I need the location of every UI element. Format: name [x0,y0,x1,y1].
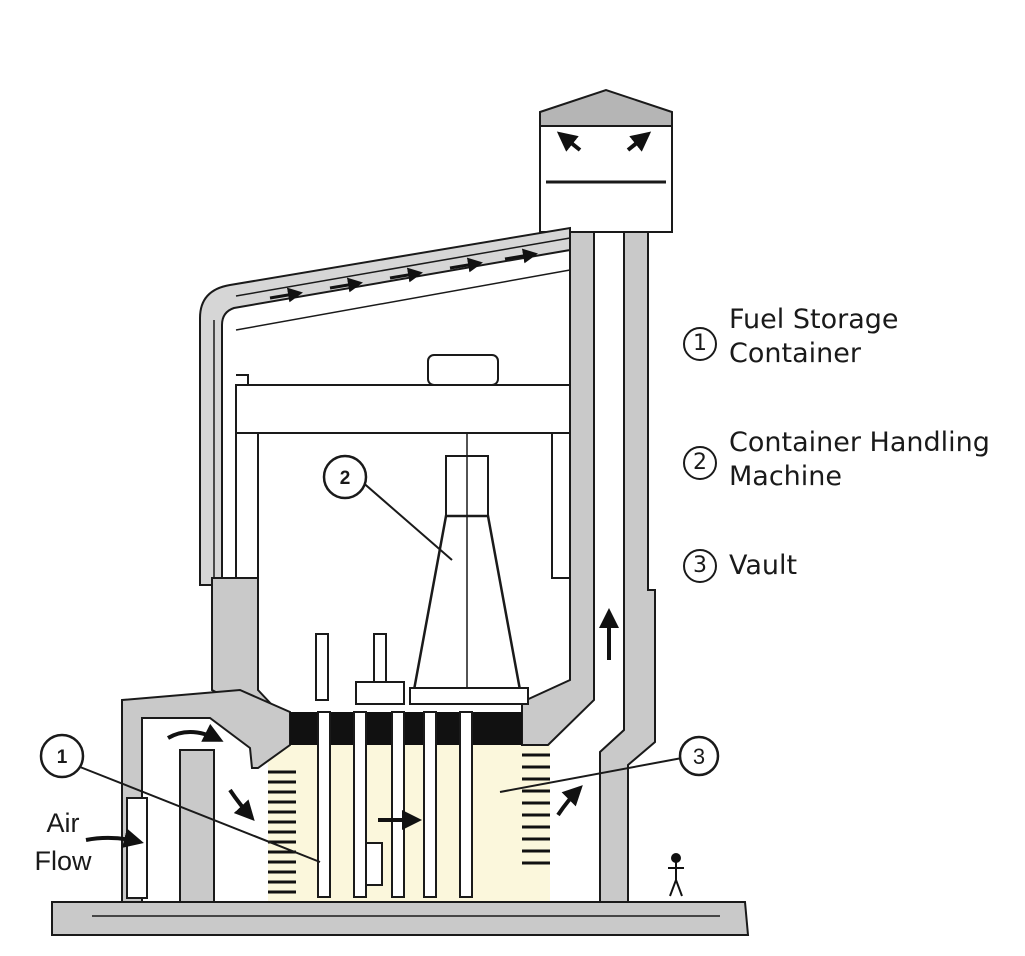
charge-tube-2 [373,633,387,683]
legend-line: Fuel Storage [729,304,899,335]
air-flow-line1: Air [46,808,80,838]
outlet-louvers [522,753,550,865]
legend-line: Container [729,338,861,369]
inlet-louvers [268,770,296,894]
air-flow-label: Air Flow [28,804,98,880]
container-small-box [365,842,383,886]
roof-underside [235,269,571,331]
legend-text-1: Fuel Storage Container [729,303,899,371]
crane-trolley [427,354,499,386]
person-figure [668,853,684,897]
building-roof [199,226,571,586]
inlet-column [179,749,215,903]
leader-line-3 [499,757,683,793]
legend-line: Vault [729,550,798,581]
left-wall-upper [211,577,275,706]
callout-circle-3 [678,735,720,777]
fuel-containers [317,711,473,898]
legend-number-2: 2 [683,446,717,480]
roof-airflow-arrows [269,248,538,303]
callout-circle-2 [322,454,368,500]
airflow-arrows [85,131,652,848]
inlet-louver [126,797,148,899]
roof-inner-line-2 [235,237,571,297]
stack-wall-left [521,181,595,746]
crane-bridge [235,384,571,434]
legend-line: Container Handling [729,427,990,458]
callout-circle-1 [39,733,85,779]
stack-cap-roof [539,88,673,127]
ground-slab [51,901,750,936]
legend-text-2: Container Handling Machine [729,426,990,494]
charge-tube-1 [315,633,329,701]
callout-label-2: 2 [340,468,351,489]
legend-line: Machine [729,461,843,492]
stack-wall-right [599,181,656,903]
stack-cap-box [539,125,673,233]
legend-number-1: 1 [683,327,717,361]
legend-text-3: Vault [729,549,797,583]
vault-interior [268,745,550,902]
crane-leg-right [551,433,571,579]
callout-label-1: 1 [57,747,68,768]
crane-leg-left [235,374,259,579]
charge-tube-box [355,681,405,705]
machine-base [409,687,529,705]
leader-line-1 [74,764,321,863]
inlet-duct [121,688,291,903]
leader-line-2 [359,479,453,561]
air-flow-line2: Flow [34,846,92,876]
legend-number-3: 3 [683,549,717,583]
callout-label-3: 3 [693,744,705,769]
